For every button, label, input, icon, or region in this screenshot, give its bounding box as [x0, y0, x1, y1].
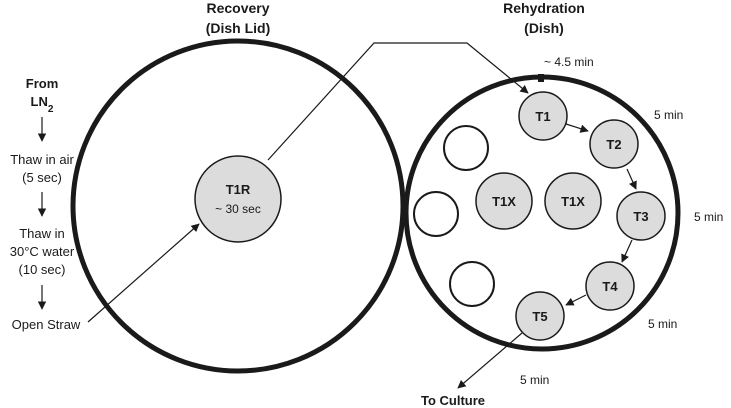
well-t3-label: T3 — [633, 209, 648, 224]
dish-notch — [538, 74, 544, 82]
empty-well-1 — [443, 125, 489, 171]
time-t1-t2: 5 min — [654, 108, 683, 122]
recovery-subtitle: (Dish Lid) — [206, 20, 271, 36]
step-thaw-air-duration: (5 sec) — [22, 170, 62, 185]
time-t4-t5: 5 min — [648, 317, 677, 331]
recovery-title: Recovery — [206, 0, 269, 16]
well-t1r-label: T1R — [226, 182, 251, 197]
arrow-t1-to-t2 — [565, 123, 589, 133]
step-open-straw: Open Straw — [12, 317, 81, 332]
to-culture-label: To Culture — [421, 393, 485, 408]
step-thaw-air: Thaw in air — [10, 152, 74, 167]
rehydration-subtitle: (Dish) — [524, 20, 564, 36]
well-t1r-time: ~ 30 sec — [215, 202, 261, 216]
well-t1x-left-label: T1X — [492, 194, 516, 209]
well-t1r — [194, 155, 282, 243]
arrow-t4-to-t5 — [565, 294, 587, 306]
well-t4 — [585, 261, 635, 311]
well-t1x-right-label: T1X — [561, 194, 585, 209]
recovery-dish-lid — [70, 38, 406, 374]
ln-text: LN — [31, 94, 48, 109]
well-t3 — [616, 191, 666, 241]
arrow-t3-to-t4 — [621, 239, 633, 263]
empty-well-2 — [413, 191, 459, 237]
step-from-ln2: From — [26, 76, 59, 91]
step-from-ln2-ln: LN2 — [31, 94, 54, 115]
step-thaw-water-temp: 30°C water — [10, 244, 75, 259]
arrow-t2-to-t3 — [626, 168, 637, 190]
step-thaw-water-duration: (10 sec) — [19, 262, 66, 277]
well-t1 — [518, 91, 568, 141]
well-t1x-right — [544, 172, 602, 230]
entry-time: ~ 4.5 min — [544, 55, 594, 69]
well-t2-label: T2 — [606, 137, 621, 152]
rehydration-title: Rehydration — [503, 0, 585, 16]
time-t5-out: 5 min — [520, 373, 549, 387]
time-t2-t3: 5 min — [694, 210, 723, 224]
arrow-t1r-to-t1 — [267, 42, 529, 161]
well-t4-label: T4 — [602, 279, 618, 294]
well-t1x-left — [475, 172, 533, 230]
step-thaw-water: Thaw in — [19, 226, 65, 241]
well-t5-label: T5 — [532, 309, 547, 324]
empty-well-3 — [449, 261, 495, 307]
well-t2 — [589, 119, 639, 169]
well-t1-label: T1 — [535, 109, 550, 124]
ln-subscript: 2 — [48, 104, 54, 115]
well-t5 — [515, 291, 565, 341]
arrow-t5-to-culture — [457, 332, 523, 389]
